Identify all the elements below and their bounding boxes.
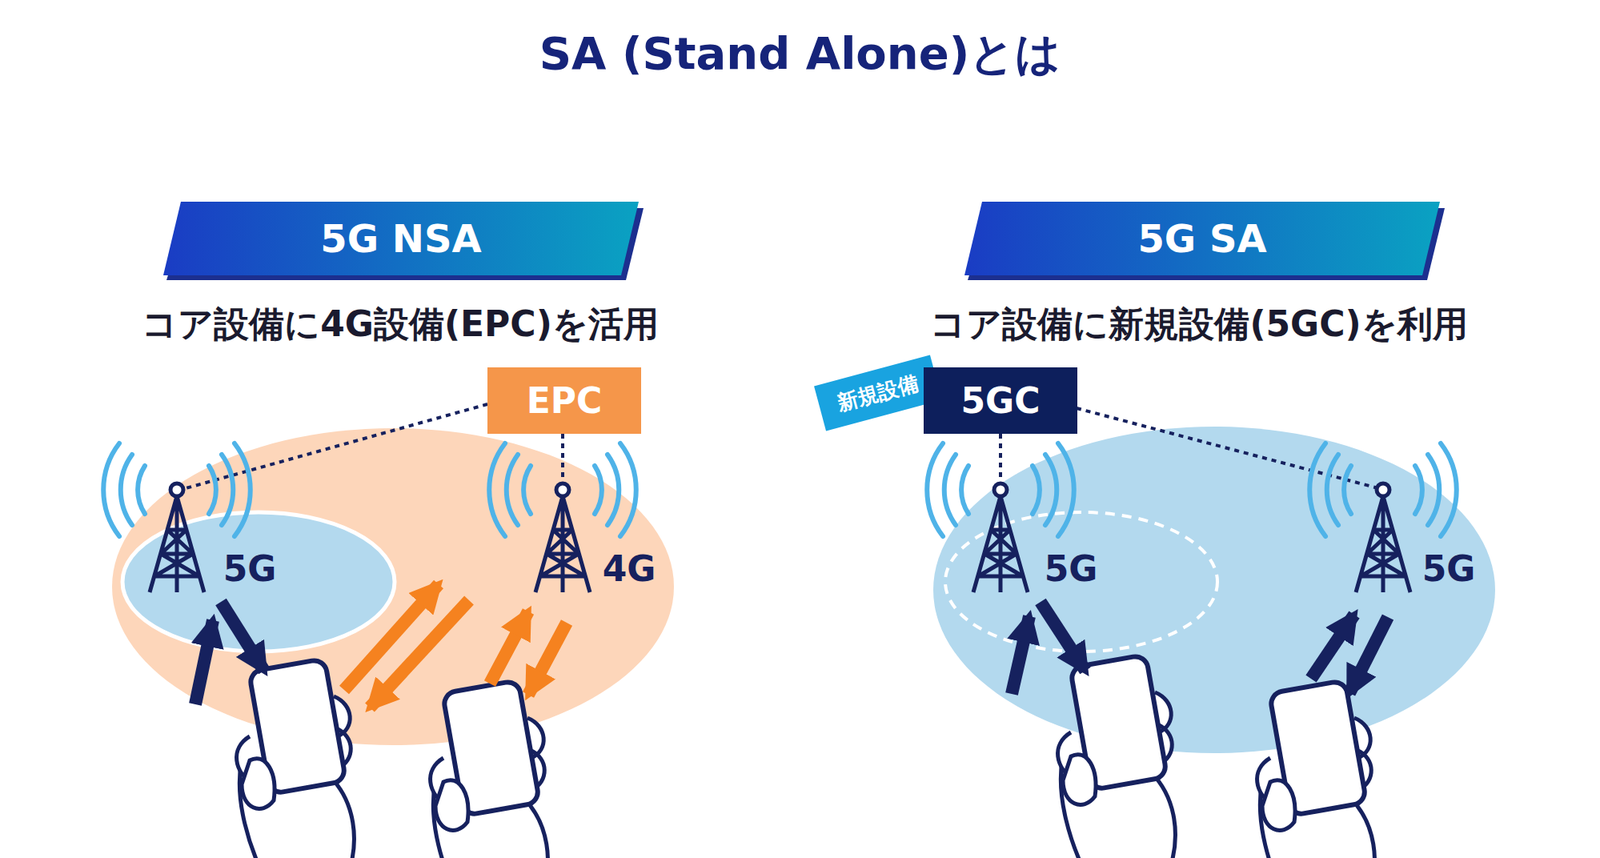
node-label: 5GC bbox=[960, 380, 1040, 422]
core-box: 新規設備 bbox=[814, 355, 943, 432]
core-box: 5GC bbox=[923, 367, 1078, 434]
tower-label: 5G bbox=[1044, 548, 1099, 590]
subtitle: コア設備に4G設備(EPC)を活用 bbox=[141, 300, 659, 349]
title-banner: 5G NSA bbox=[163, 201, 639, 276]
subtitle: コア設備に新規設備(5GC)を利用 bbox=[930, 300, 1468, 349]
tower-label: 5G bbox=[1422, 548, 1476, 590]
tower-label: 5G bbox=[223, 548, 277, 590]
node-text: 5G SA bbox=[1137, 216, 1267, 261]
node-text: 5GC bbox=[960, 380, 1040, 422]
diagram-title: SA (Stand Alone)とは bbox=[0, 24, 1600, 85]
node-label: 5G NSA bbox=[320, 216, 482, 261]
title-banner: 5G SA bbox=[964, 201, 1440, 276]
tower-label: 4G bbox=[602, 548, 657, 590]
node-text: EPC bbox=[526, 380, 603, 422]
node-text: 5G NSA bbox=[320, 216, 482, 261]
node-label: EPC bbox=[526, 380, 603, 422]
core-box: EPC bbox=[487, 367, 642, 434]
node-label: 5G SA bbox=[1137, 216, 1267, 261]
